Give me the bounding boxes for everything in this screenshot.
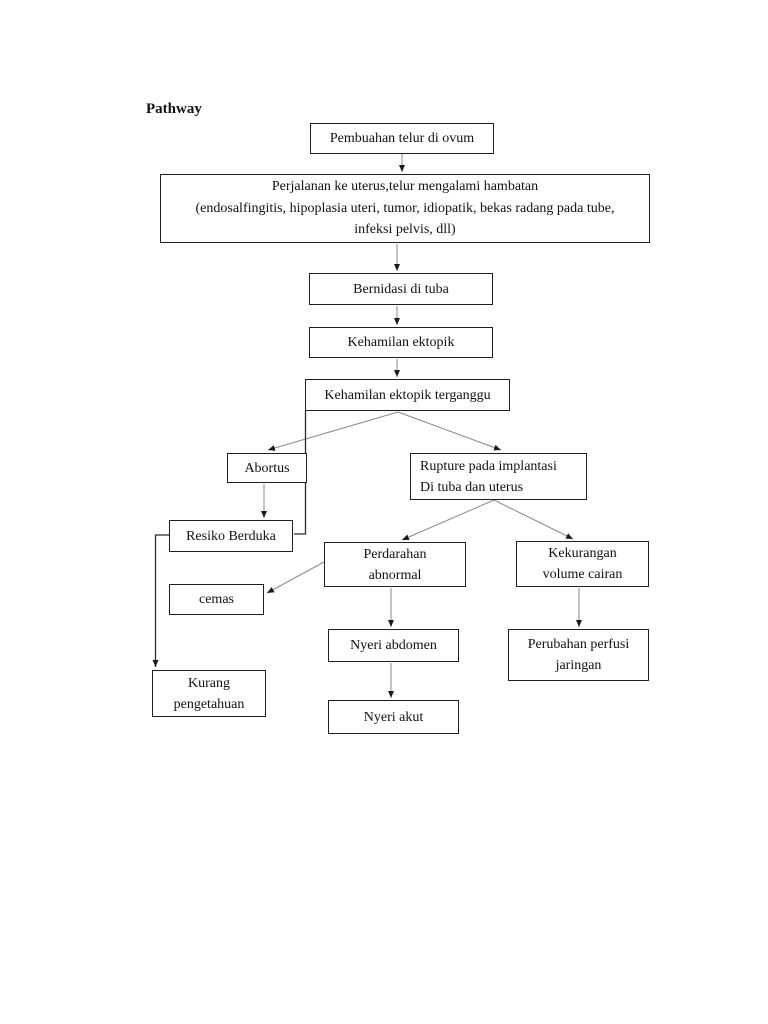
arrow-terganggu-to-rupture [397, 411, 502, 451]
arrow-terganggu-to-abortus [267, 411, 399, 451]
arrow-rupture-to-kekurangan-volume-cairan [493, 499, 574, 540]
arrow-rupture-to-perdarahan-abnormal [401, 499, 495, 541]
node-perdarahan-abnormal: Perdarahan abnormal [324, 542, 466, 587]
node-nyeri-akut: Nyeri akut [328, 700, 459, 734]
node-bernidasi-di-tuba: Bernidasi di tuba [309, 273, 493, 305]
node-nyeri-abdomen: Nyeri abdomen [328, 629, 459, 662]
node-kekurangan-volume-cairan: Kekurangan volume cairan [516, 541, 649, 587]
node-abortus: Abortus [227, 453, 307, 483]
node-kehamilan-ektopik-terganggu: Kehamilan ektopik terganggu [305, 379, 510, 411]
arrow-resiko-berduka-to-kurang-pengetahuan [152, 534, 169, 667]
node-cemas: cemas [169, 584, 264, 615]
node-kehamilan-ektopik: Kehamilan ektopik [309, 327, 493, 358]
node-pembuahan-telur: Pembuahan telur di ovum [310, 123, 494, 154]
page-title: Pathway [146, 101, 202, 117]
node-perjalanan-ke-uterus: Perjalanan ke uterus,telur mengalami ham… [160, 174, 650, 243]
node-kurang-pengetahuan: Kurang pengetahuan [152, 670, 266, 717]
arrow-perdarahan-to-cemas [266, 561, 325, 594]
node-perubahan-perfusi-jaringan: Perubahan perfusi jaringan [508, 629, 649, 681]
node-resiko-berduka: Resiko Berduka [169, 520, 293, 552]
node-rupture-pada-implantasi: Rupture pada implantasi Di tuba dan uter… [410, 453, 587, 500]
